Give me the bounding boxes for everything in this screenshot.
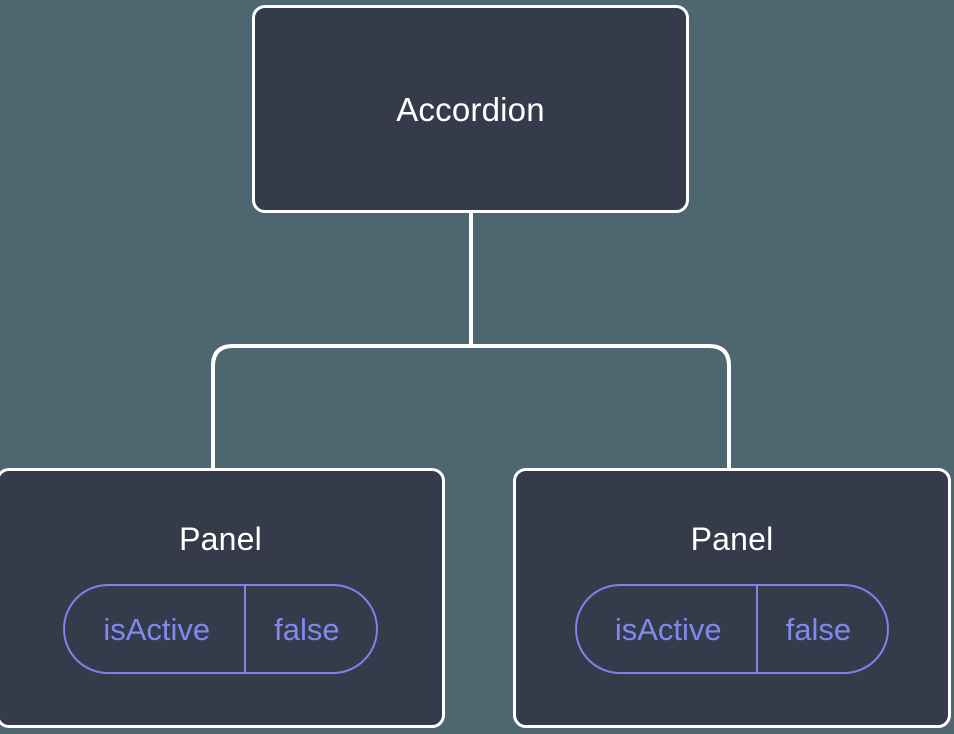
node-accordion-label: Accordion [396,90,545,128]
prop-value-label: false [244,586,375,672]
prop-pill-isactive-left[interactable]: isActive false [63,584,378,674]
prop-value-label: false [755,586,887,672]
prop-key-label: isActive [614,611,722,647]
prop-pill-isactive-right[interactable]: isActive false [574,584,890,674]
node-panel-left[interactable]: Panel isActive false [0,468,445,728]
node-accordion[interactable]: Accordion [252,5,689,213]
node-panel-right[interactable]: Panel isActive false [513,468,951,728]
panel-right-props: isActive false [516,584,948,674]
node-panel-left-label: Panel [179,521,262,557]
prop-key-label: isActive [103,611,211,647]
panel-left-props: isActive false [0,584,442,674]
node-panel-right-label: Panel [690,521,774,557]
edge-branch-bar [211,344,731,470]
